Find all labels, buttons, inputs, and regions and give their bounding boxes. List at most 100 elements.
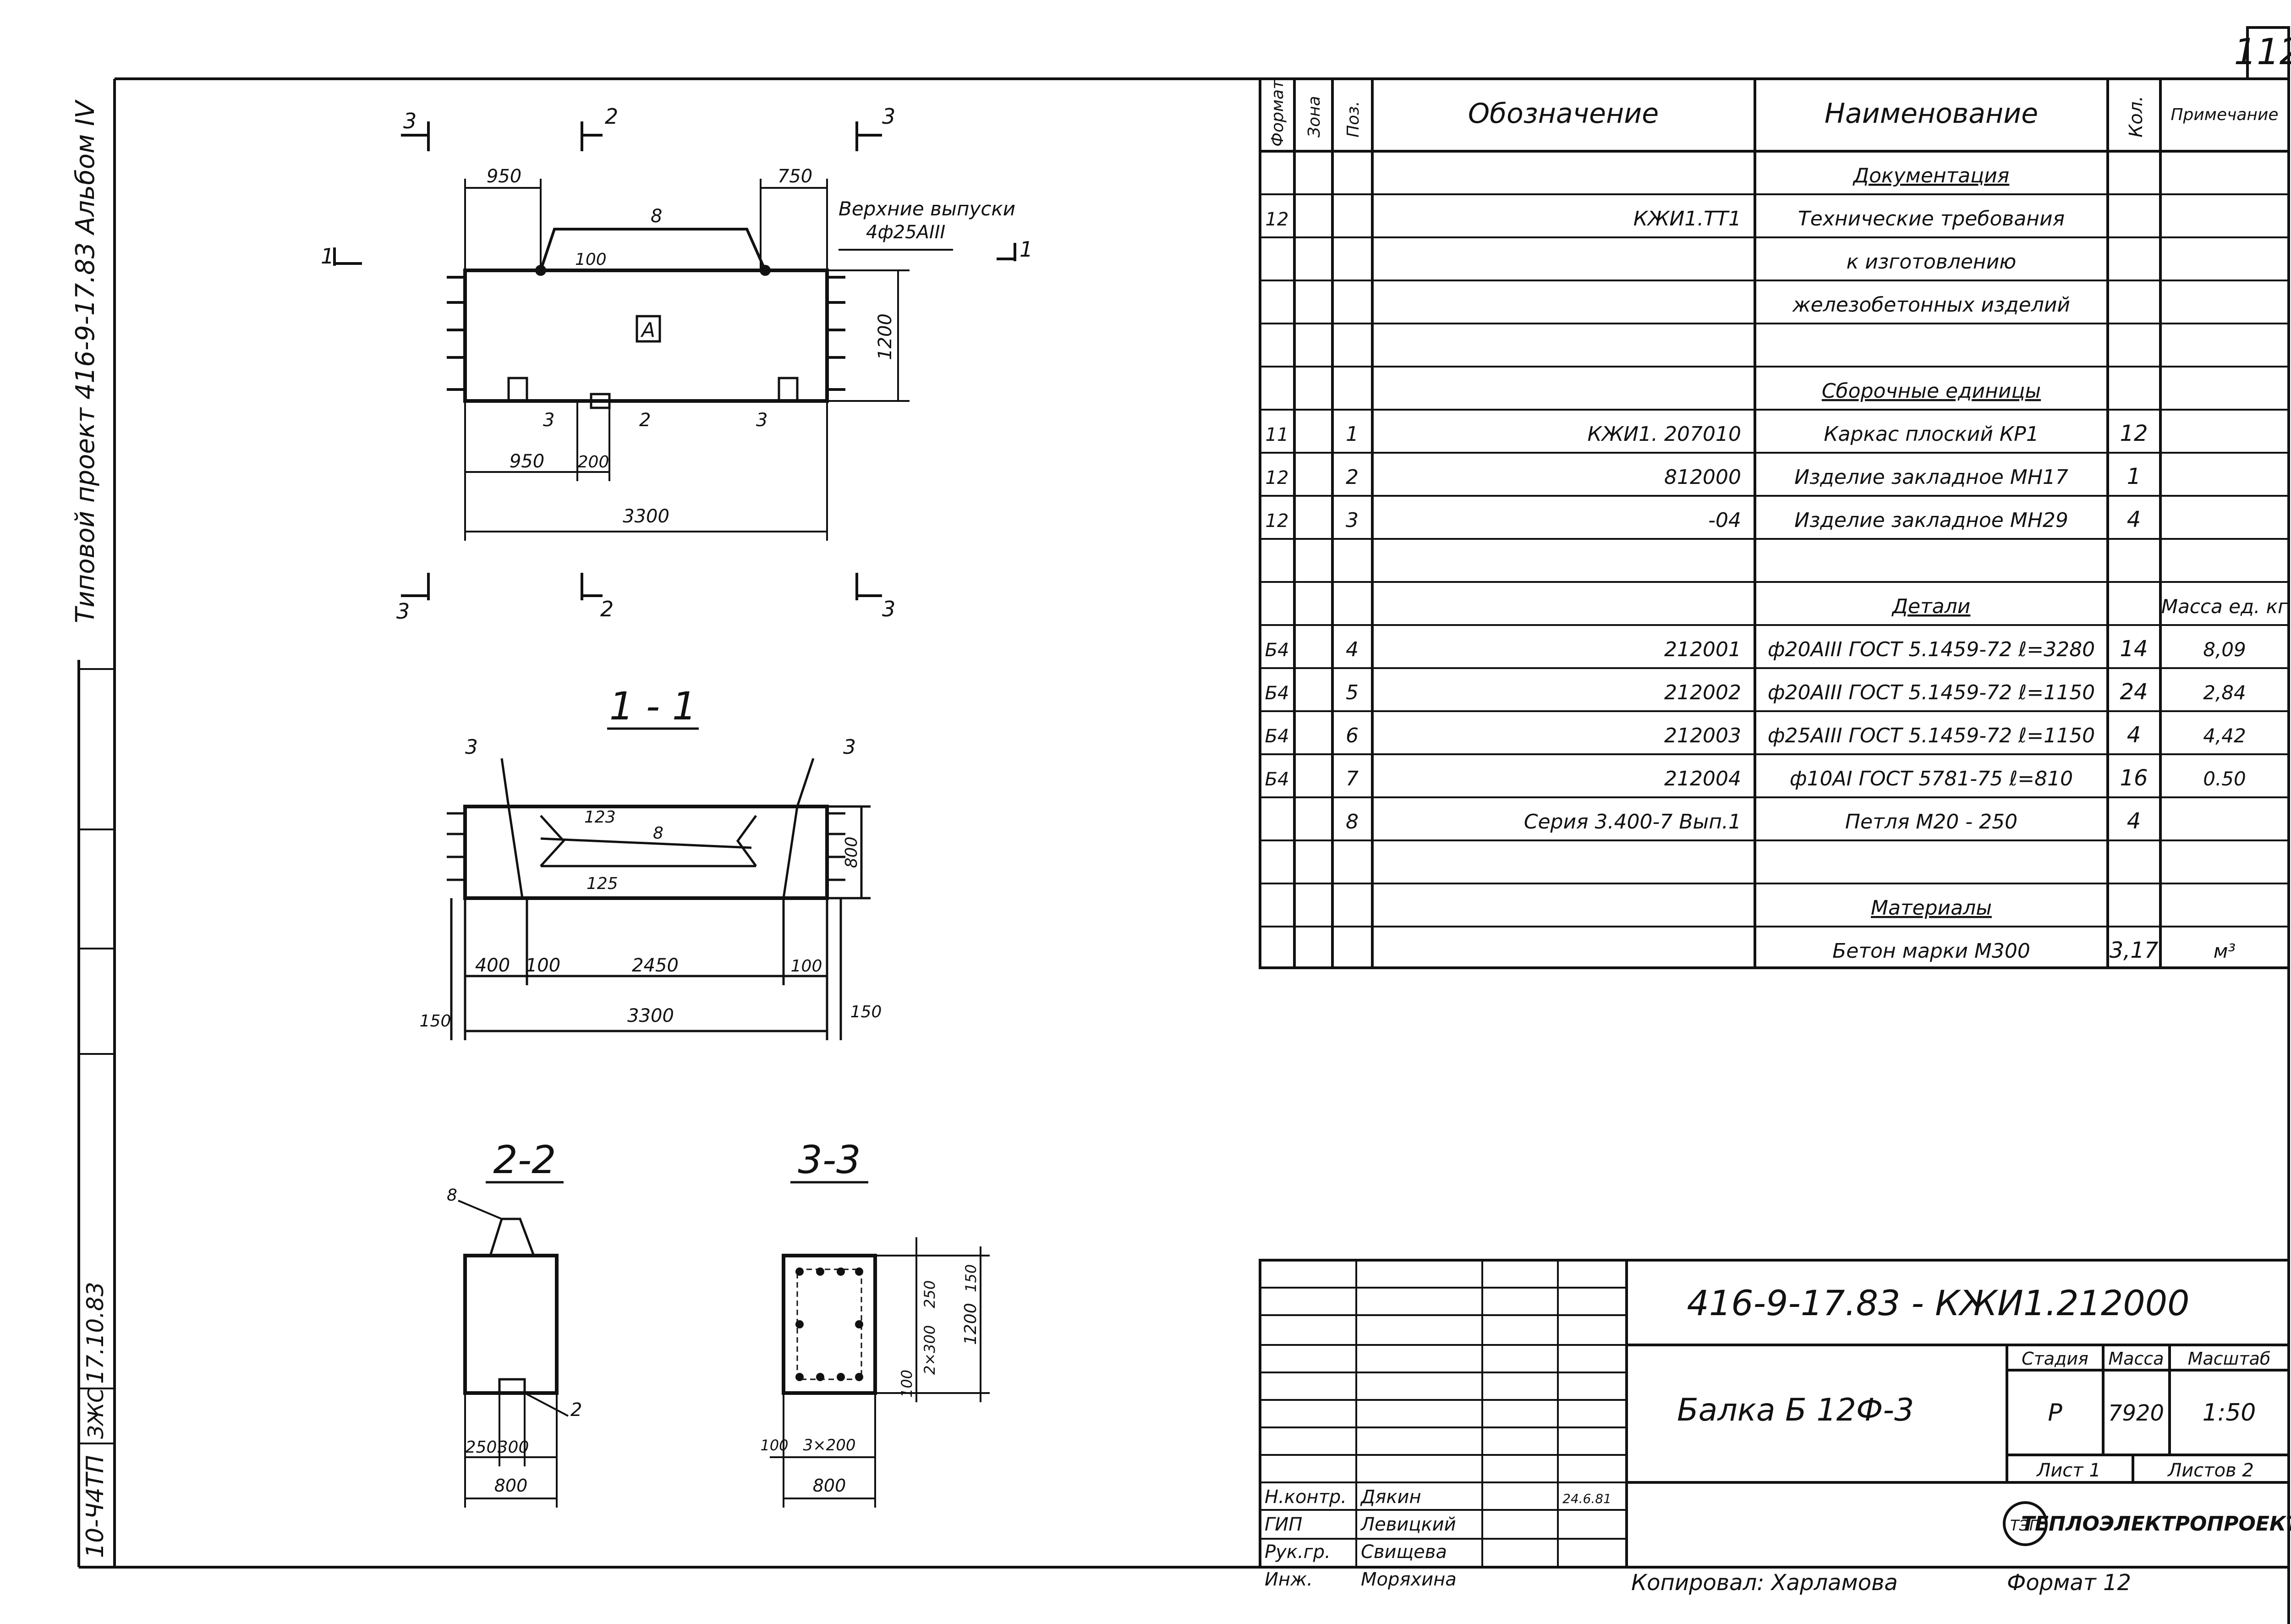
dim-150-right: 150 (850, 1003, 882, 1021)
spec-cell-qty: 14 (2120, 636, 2148, 662)
section-mark-3-tr: 3 (882, 104, 895, 129)
spec-cell-designation: 212001 (1664, 638, 1741, 661)
spec-header-format: Формат (1268, 79, 1287, 147)
beam-outline-plan (463, 269, 829, 403)
inner-dim: 100 (575, 250, 607, 269)
stamp-date: 17.10.83 (82, 1282, 109, 1384)
section-3-3-title-text: 3-3 (798, 1137, 860, 1182)
section-3-3: 2-2 3-3 100 3×200 800 100 150 250 2×300 … (760, 1137, 990, 1508)
dim-2450: 2450 (632, 955, 679, 976)
callout-3-left: 3 (543, 410, 554, 431)
spec-cell-pos: 2 (1346, 466, 1359, 489)
spec-cell-pos: 7 (1346, 767, 1359, 790)
signature-name: Моряхина (1361, 1569, 1457, 1590)
note-line2: 4ф25АIII (866, 222, 945, 243)
dim-3300: 3300 (627, 1005, 674, 1026)
title-block: 416-9-17.83 - КЖИ1.212000 Балка Б 12Ф-3 … (1259, 1259, 2291, 1590)
spec-cell-qty: 24 (2120, 679, 2148, 705)
org-name: ТЕПЛОЭЛЕКТРОПРОЕКТ (2021, 1512, 2291, 1536)
spec-cell-format: 12 (1266, 510, 1289, 532)
spec-header-name: Наименование (1825, 98, 2038, 130)
dim-150-side: 150 (962, 1264, 980, 1292)
sheet-number: 112 (2234, 32, 2291, 73)
spec-cell-name: Материалы (1871, 896, 1992, 920)
section-1-1-callout-8: 8 (653, 824, 663, 843)
dim-800: 800 (494, 1476, 528, 1496)
spec-cell-note: м³ (2214, 940, 2236, 962)
spec-cell-designation: КЖИ1. 207010 (1588, 422, 1741, 446)
spec-cell-note: Масса ед. кг (2161, 595, 2288, 618)
section-1-1: 1 - 1 (420, 684, 882, 1040)
section-mark-3-br: 3 (882, 597, 895, 621)
spec-header-zone: Зона (1305, 96, 1324, 137)
left-margin: Типовой проект 416-9-17.83 Альбом IV 10-… (71, 99, 115, 1567)
dim-250-side: 250 (921, 1280, 938, 1308)
mass-value: 7920 (2108, 1400, 2164, 1426)
spec-cell-name: Технические требования (1798, 207, 2065, 230)
spec-header-note: Примечание (2170, 105, 2278, 124)
signature-date: 24.6.81 (1562, 1491, 1611, 1506)
spec-cell-qty: 12 (2120, 421, 2148, 446)
plan-view: А 950 750 1200 8 100 Верхние выпуски 4ф2… (321, 104, 1033, 624)
dim-total: 3300 (623, 506, 669, 527)
stage-label: Стадия (2022, 1349, 2088, 1369)
dim-height: 1200 (875, 313, 896, 360)
spec-cell-name: Бетон марки М300 (1832, 939, 2030, 963)
scale-label: Масштаб (2188, 1349, 2271, 1369)
spec-header-designation: Обозначение (1468, 98, 1659, 130)
dim-100-bottom: 100 (760, 1437, 788, 1454)
spec-cell-qty: 16 (2120, 765, 2148, 791)
copied-by: Копировал: Харламова (1631, 1570, 1898, 1596)
format-label: Формат 12 (2007, 1570, 2131, 1596)
label-a: А (640, 318, 655, 342)
dim-bottom-mid: 200 (578, 453, 609, 472)
lifting-loop-plan (539, 228, 767, 271)
spec-cell-note: 8,09 (2203, 638, 2246, 661)
drawing-title: Балка Б 12Ф-3 (1677, 1392, 1914, 1428)
dim-125: 125 (586, 874, 618, 893)
sheet-label: Лист 1 (2036, 1460, 2101, 1481)
spec-cell-format: Б4 (1265, 640, 1289, 661)
spec-cell-designation: 212002 (1664, 681, 1741, 704)
dim-left: 950 (487, 166, 521, 187)
stage-value: Р (2048, 1399, 2062, 1426)
spec-cell-pos: 8 (1346, 810, 1359, 834)
spec-cell-note: 4,42 (2203, 724, 2246, 747)
spec-cell-name: Детали (1891, 595, 1971, 618)
spec-cell-designation: -04 (1708, 509, 1741, 532)
spec-cell-name: Петля М20 - 250 (1845, 810, 2017, 834)
dim-400: 400 (475, 955, 510, 976)
label-a-box (636, 315, 661, 343)
dim-150-left: 150 (420, 1012, 451, 1031)
spec-cell-name: ф20АIII ГОСТ 5.1459-72 ℓ=3280 (1768, 638, 2095, 661)
stamp-initials: ЗЖС (83, 1388, 108, 1439)
callout-3-right: 3 (756, 410, 767, 431)
signature-name: Левицкий (1360, 1514, 1456, 1535)
section-mark-2-t: 2 (605, 104, 618, 129)
dim-1200-side: 1200 (961, 1303, 980, 1345)
section-mark-1-r: 1 (1019, 237, 1033, 262)
mass-label: Масса (2108, 1349, 2164, 1369)
spec-cell-qty: 4 (2127, 722, 2141, 748)
section-2-2-callout-2: 2 (570, 1399, 582, 1421)
org-logo: ТЭП (2003, 1501, 2048, 1546)
spec-cell-pos: 6 (1346, 724, 1359, 747)
signature-role: ГИП (1265, 1514, 1302, 1535)
spec-cell-note: 2,84 (2203, 681, 2246, 704)
signature-role: Рук.гр. (1265, 1542, 1331, 1563)
spec-cell-designation: 212004 (1664, 767, 1741, 790)
spec-cell-format: Б4 (1265, 726, 1289, 747)
signature-name: Свищева (1361, 1542, 1447, 1563)
spec-cell-qty: 1 (2127, 464, 2141, 489)
spec-cell-pos: 1 (1346, 422, 1359, 446)
section-1-1-callout-3-left: 3 (465, 735, 478, 759)
spec-cell-designation: 812000 (1664, 466, 1741, 489)
dim-3x200: 3×200 (803, 1436, 855, 1454)
svg-text:ТЭП: ТЭП (2010, 1517, 2040, 1534)
spec-cell-pos: 5 (1346, 681, 1359, 704)
spec-cell-format: Б4 (1265, 769, 1289, 790)
spec-cell-name: Изделие закладное МН17 (1794, 466, 2068, 489)
spec-cell-format: 12 (1266, 467, 1289, 488)
spec-cell-pos: 3 (1346, 509, 1359, 532)
